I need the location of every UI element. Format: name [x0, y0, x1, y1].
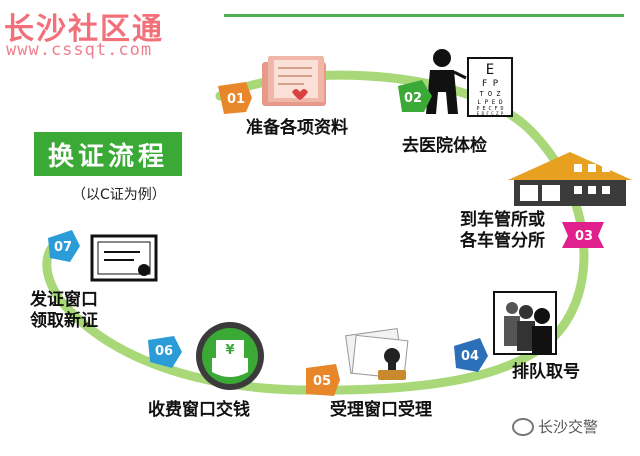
- eye-chart-row-2: F P: [482, 79, 499, 89]
- step-07-label: 发证窗口 领取新证: [30, 290, 98, 332]
- money-glyph: ¥: [225, 343, 234, 358]
- step-badge-05: 05: [306, 364, 340, 396]
- stamp-papers-icon: [345, 328, 409, 380]
- step-07-label-line1: 发证窗口: [30, 290, 98, 310]
- eye-chart-row-1: E: [486, 62, 494, 78]
- step-badge-07-num: 07: [54, 240, 72, 255]
- eye-chart-row-6: E D F C Z P: [477, 111, 504, 116]
- step-06-label: 收费窗口交钱: [148, 400, 250, 420]
- vehicle-office-building-icon: [508, 152, 632, 206]
- footer-brand-label: 长沙交警: [538, 418, 599, 436]
- step-badges: 01 02 03 04 05 06 07: [48, 80, 604, 396]
- footer-brand: 长沙交警: [512, 416, 598, 437]
- step-badge-02-num: 02: [404, 91, 422, 106]
- step-07-label-line2: 领取新证: [30, 311, 98, 331]
- step-02-label: 去医院体检: [402, 136, 487, 156]
- step-01-label: 准备各项资料: [246, 118, 348, 138]
- queue-people-icon: [493, 291, 557, 355]
- eye-chart-letters: E F P T O Z L P E D P E C F D E D F C Z …: [476, 62, 503, 116]
- step-badge-06: 06: [148, 336, 182, 368]
- page-subtitle: （以C证为例）: [72, 187, 166, 203]
- flow-path: [42, 70, 589, 395]
- watermark-url: www.cssqt.com: [6, 40, 153, 60]
- step-badge-07: 07: [48, 230, 80, 262]
- cash-payment-icon: [196, 322, 264, 390]
- step-badge-03: 03: [562, 222, 604, 248]
- eye-chart-row-3: T O Z: [479, 90, 500, 98]
- step-04-label: 排队取号: [512, 362, 580, 382]
- wechat-icon: [512, 417, 534, 436]
- watermark-title: 长沙社区通: [4, 12, 164, 47]
- step-badge-05-num: 05: [313, 374, 331, 389]
- top-divider: [224, 14, 624, 17]
- eye-chart-row-5: P E C F D: [476, 106, 503, 112]
- step-badge-01: 01: [218, 82, 252, 114]
- eye-chart-row-4: L P E D: [477, 99, 503, 106]
- documents-icon: [262, 56, 326, 106]
- step-03-label-line2: 各车管分所: [460, 231, 545, 251]
- certificate-icon: [90, 234, 158, 282]
- step-05-label: 受理窗口受理: [330, 400, 432, 420]
- step-03-label: 到车管所或 各车管分所: [460, 210, 545, 252]
- step-badge-04: 04: [454, 338, 488, 372]
- step-badge-04-num: 04: [461, 349, 479, 364]
- page-title: 换证流程: [34, 132, 182, 176]
- step-badge-01-num: 01: [227, 92, 245, 107]
- step-badge-06-num: 06: [155, 344, 173, 359]
- doctor-eye-chart-icon: [426, 49, 513, 117]
- step-03-label-line1: 到车管所或: [460, 210, 545, 230]
- step-badge-03-num: 03: [575, 229, 593, 244]
- step-badge-02: 02: [398, 80, 432, 112]
